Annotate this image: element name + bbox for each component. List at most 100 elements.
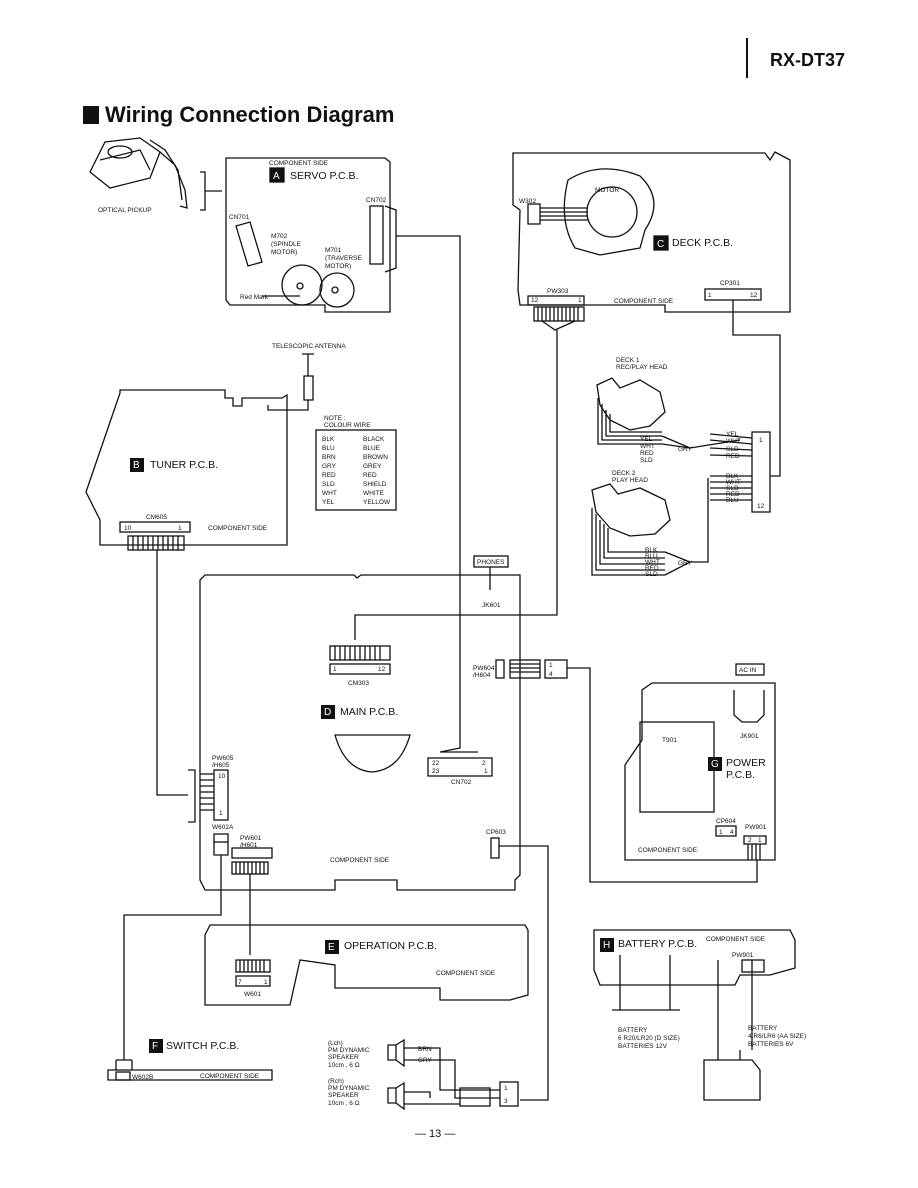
note-meaning: GREY — [363, 463, 382, 470]
conn-lower-wire: BLK — [726, 473, 739, 480]
pw605-label-2: /H605 — [212, 762, 230, 769]
note-code: BLU — [322, 445, 335, 452]
main-pcb-outline — [199, 574, 521, 891]
pw303-label: PW303 — [547, 288, 569, 295]
cp301-pin-1: 1 — [708, 292, 712, 299]
power-letter-tile: G — [711, 759, 719, 770]
note-code: GRY — [322, 463, 337, 470]
rch-l2: PM DYNAMIC — [328, 1085, 370, 1092]
optical-pickup-label: OPTICAL PICKUP — [98, 207, 152, 214]
battery-pcb-name: BATTERY P.C.B. — [618, 938, 697, 950]
optical-pickup — [89, 137, 188, 209]
deck2-label-1: DECK 2 — [612, 470, 636, 477]
speaker-pin-3: 3 — [504, 1098, 508, 1105]
servo-side-label: COMPONENT SIDE — [269, 160, 329, 167]
batt1-l1: BATTERY — [618, 1027, 648, 1034]
power-pcb-name-1: POWER — [726, 757, 766, 769]
letter-tiles — [130, 458, 722, 1053]
deck1-label-2: REC/PLAY HEAD — [616, 364, 668, 371]
lch-l4: 10cm , 6 Ω — [328, 1062, 360, 1069]
conn-lower-wire: RED — [726, 491, 740, 498]
lch-l1: (Lch) — [328, 1040, 343, 1047]
cm303-pin-12: 12 — [378, 666, 386, 673]
operation-pcb-name: OPERATION P.C.B. — [344, 940, 437, 952]
m701-l1: M701 — [325, 247, 342, 254]
w302-label: W302 — [519, 198, 536, 205]
letter-tile-text: B D G E F H — [133, 460, 719, 1052]
note-code: BLK — [322, 436, 335, 443]
note-meaning: SHIELD — [363, 481, 387, 488]
deck1-wire: RED — [640, 450, 654, 457]
operation-pcb-outline — [204, 924, 529, 1006]
rch-l4: 10cm , 6 Ω — [328, 1100, 360, 1107]
pw604-label-1: PW604 — [473, 665, 495, 672]
power-pw901-label: PW901 — [745, 824, 767, 831]
labels: OPTICAL PICKUP COMPONENT SIDE A SERVO P.… — [98, 160, 806, 1107]
conn-upper-wire: YEL — [726, 431, 739, 438]
batt2-l3: BATTERIES 6V — [748, 1041, 794, 1048]
w602a-label: W602A — [212, 824, 234, 831]
cm605-pin-1: 1 — [178, 525, 182, 532]
antenna-label: TELESCOPIC ANTENNA — [272, 343, 346, 350]
deck2-head — [591, 478, 709, 576]
conn-upper-wire: SLD — [726, 446, 739, 453]
switch-pcb-outline — [107, 1069, 273, 1081]
m702-l2: (SPINDLE — [271, 241, 302, 248]
deck-pcb-outline — [512, 151, 791, 313]
cm303-label: CM303 — [348, 680, 369, 687]
m701-l2: (TRAVERSE — [325, 255, 362, 262]
main-cn702-pin: 23 — [432, 768, 440, 775]
tuner-letter-tile: B — [133, 460, 140, 471]
switch-side-label: COMPONENT SIDE — [200, 1073, 260, 1080]
m701-l3: MOTOR) — [325, 263, 351, 270]
w601-pin-1: 1 — [264, 979, 268, 986]
battery-pw901-label: PW901 — [732, 952, 754, 959]
cp301-pin-12: 12 — [750, 292, 758, 299]
rch-l1: (Rch) — [328, 1078, 344, 1085]
ac-in-label: AC IN — [739, 667, 757, 674]
deck2-wire: BLK — [645, 547, 658, 554]
batt2-l2: 4 R6/LR6 (AA SIZE) — [748, 1033, 806, 1040]
tuner-pcb-outline — [85, 389, 288, 546]
deck-side-label: COMPONENT SIDE — [614, 298, 674, 305]
conn-upper-wire: RED — [726, 453, 740, 460]
pw605-pin-1: 1 — [219, 810, 223, 817]
pw604-pin-1: 1 — [549, 662, 553, 669]
switch-pcb-name: SWITCH P.C.B. — [166, 1040, 239, 1052]
cm303-pin-1: 1 — [333, 666, 337, 673]
speaker-wire-gry: GRY — [418, 1057, 433, 1064]
servo-cn702-label: CN702 — [366, 197, 387, 204]
servo-pcb-outline — [225, 157, 391, 313]
lch-l3: SPEAKER — [328, 1054, 359, 1061]
note-code: RED — [322, 472, 336, 479]
tuner-pcb-name: TUNER P.C.B. — [150, 459, 218, 471]
cm303 — [329, 645, 391, 675]
main-pcb-name: MAIN P.C.B. — [340, 706, 398, 718]
pw601-label-2: /H601 — [240, 842, 258, 849]
deck-pcb-name: DECK P.C.B. — [672, 237, 733, 249]
cp604-pin-1: 1 — [719, 829, 723, 836]
cp604-pin-4: 4 — [730, 829, 734, 836]
pw303-cable — [533, 306, 585, 331]
main-letter-tile: D — [324, 707, 331, 718]
battery-pcb-outline — [593, 929, 796, 986]
deck2-wire: BLU — [645, 553, 658, 560]
main-cn702-label: CN702 — [451, 779, 472, 786]
motor-label: MOTOR — [595, 187, 619, 194]
cp604-label: CP604 — [716, 818, 736, 825]
page-number: — 13 — — [415, 1128, 456, 1140]
jk601-label: JK601 — [482, 602, 501, 609]
note-code: WHT — [322, 490, 337, 497]
note-code: SLD — [322, 481, 335, 488]
conn-pin-12: 12 — [757, 503, 765, 510]
pw601-cable — [231, 861, 269, 875]
t901-label: T901 — [662, 737, 677, 744]
w602b-label: W602B — [132, 1074, 153, 1081]
phones-label: PHONES — [477, 559, 505, 566]
main-cn702-pin: 1 — [484, 768, 488, 775]
deck1-label-1: DECK 1 — [616, 357, 640, 364]
cp603-label: CP603 — [486, 829, 506, 836]
page-title: Wiring Connection Diagram — [83, 102, 394, 128]
cm605-pin-10: 10 — [124, 525, 132, 532]
